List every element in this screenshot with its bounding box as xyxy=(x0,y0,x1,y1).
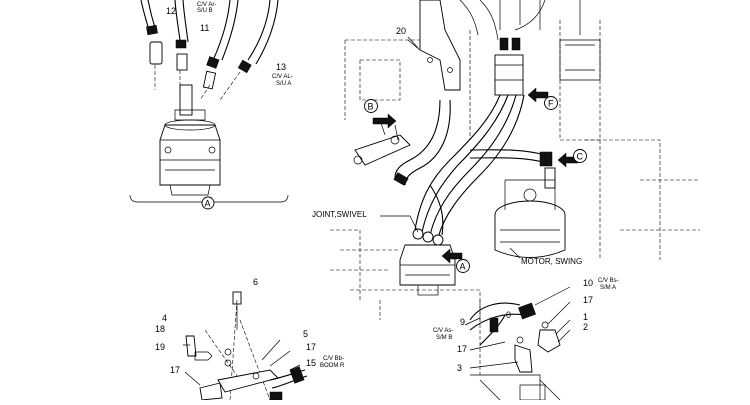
svg-text:C: C xyxy=(577,152,584,162)
part-label-19: 19 xyxy=(155,342,165,352)
cv-bs-sm-a-label: C/V Bs-S/M A xyxy=(598,278,619,291)
part-label-11: 11 xyxy=(200,23,209,33)
view-marker-f: F xyxy=(544,96,558,110)
detail-motor-view xyxy=(464,286,571,401)
part-label-5: 5 xyxy=(303,329,308,339)
part-label-15: 15 xyxy=(306,358,316,368)
view-marker-c: C xyxy=(573,149,587,163)
detail-boom-view xyxy=(183,291,308,401)
cv-al-su-a-label: C/V AL-S/U A xyxy=(272,74,293,87)
cv-ar-su-b-label: C/V Ar-S/U B xyxy=(197,2,216,14)
part-label-0: 0 xyxy=(506,310,511,320)
cv-as-sm-b-label: C/V As-S/M B xyxy=(433,328,453,341)
part-label-1: 1 xyxy=(583,312,588,322)
part-label-18: 18 xyxy=(155,324,165,334)
part-label-10: 10 xyxy=(583,278,593,288)
part-label-20: 20 xyxy=(396,26,406,36)
cv-bb-boom-r-label: C/V Bb-BOOM R xyxy=(320,356,345,369)
part-label-4: 4 xyxy=(162,313,167,323)
part-label-9: 9 xyxy=(460,317,465,327)
joint-swivel-callout: JOINT,SWIVEL xyxy=(312,210,367,219)
part-label-3: 3 xyxy=(457,363,462,373)
svg-text:B: B xyxy=(368,102,374,112)
view-marker-a: A xyxy=(456,259,470,273)
part-label-12: 12 xyxy=(166,6,176,16)
svg-text:A: A xyxy=(205,199,211,209)
svg-text:F: F xyxy=(548,99,554,109)
motor-swing-callout: MOTOR, SWING xyxy=(521,257,582,266)
svg-text:A: A xyxy=(460,262,466,272)
view-marker-b: B xyxy=(364,99,378,113)
section-marker-a: A xyxy=(201,196,215,210)
part-label-13: 13 xyxy=(276,62,286,72)
detail-a-view xyxy=(129,0,289,203)
part-label-17: 17 xyxy=(583,295,593,305)
part-label-17: 17 xyxy=(457,344,467,354)
part-label-6: 6 xyxy=(253,277,258,287)
part-label-2: 2 xyxy=(583,322,588,332)
part-label-17: 17 xyxy=(170,365,180,375)
main-assembly-view xyxy=(330,0,700,320)
part-label-17: 17 xyxy=(306,342,316,352)
